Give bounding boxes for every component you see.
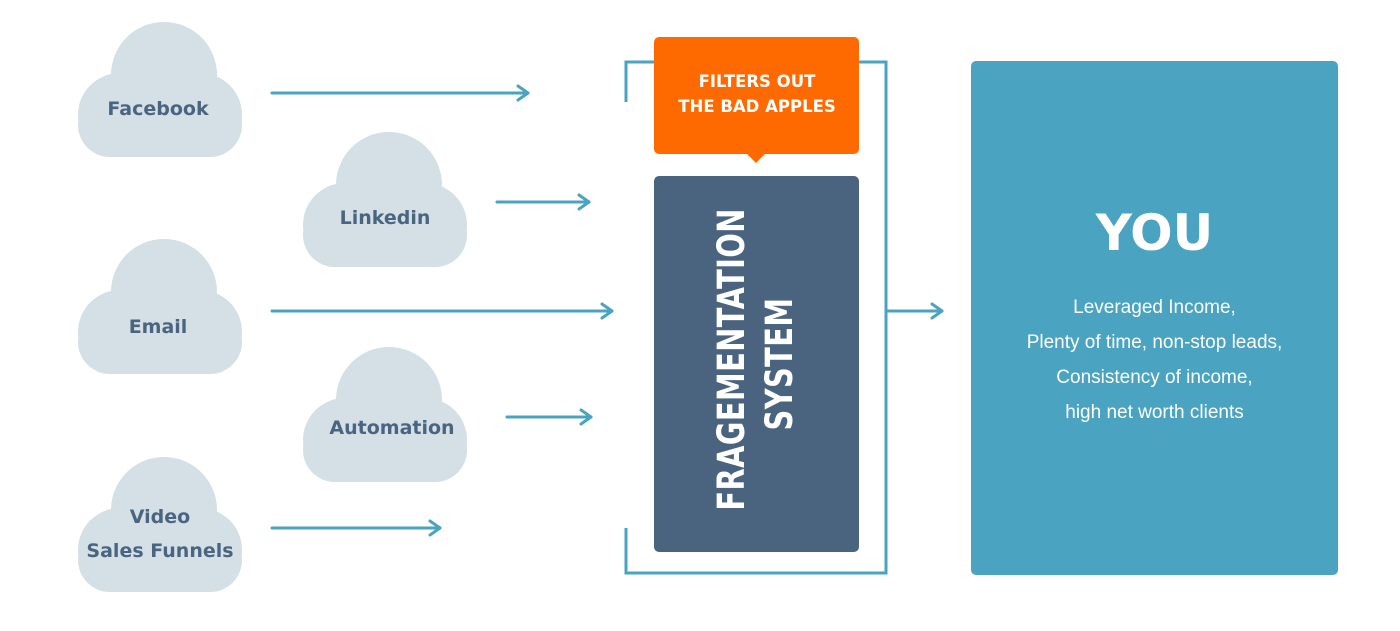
- arrow-to-you: [886, 302, 944, 320]
- source-label-linkedin: Linkedin: [339, 207, 431, 229]
- arrow-linkedin: [495, 193, 591, 211]
- benefit-line: Consistency of income,: [1056, 367, 1253, 388]
- filter-callout-box: [654, 37, 859, 163]
- you-box: [971, 61, 1338, 575]
- arrow-facebook: [270, 84, 530, 102]
- system-label-wrap: FRAGEMENTATION SYSTEM: [654, 176, 859, 552]
- system-label: FRAGEMENTATION SYSTEM: [708, 176, 804, 552]
- you-title: YOU: [1095, 204, 1214, 262]
- source-label-email: Email: [128, 316, 188, 338]
- source-label-video-sales-funnels: Video Sales Funnels: [86, 506, 234, 562]
- cloud-linkedin: [303, 132, 467, 267]
- cloud-facebook: [78, 22, 242, 157]
- benefit-line: high net worth clients: [1065, 402, 1244, 423]
- you-benefits: Leveraged Income, Plenty of time, non-st…: [971, 290, 1338, 430]
- arrow-automation: [505, 408, 593, 426]
- system-bracket: [624, 60, 888, 575]
- benefit-line: Plenty of time, non-stop leads,: [1026, 332, 1283, 353]
- arrow-email: [270, 302, 614, 320]
- cloud-email: [78, 239, 242, 374]
- system-label-line-2: SYSTEM: [758, 297, 801, 431]
- system-box: [654, 176, 859, 552]
- source-label-facebook: Facebook: [107, 98, 209, 120]
- system-label-line-1: FRAGEMENTATION: [710, 208, 753, 511]
- benefit-line: Leveraged Income,: [1073, 297, 1236, 318]
- arrow-video-sales-funnels: [270, 519, 442, 537]
- source-label-automation: Automation: [329, 417, 455, 439]
- filter-callout-text: FILTERS OUT THE BAD APPLES: [678, 72, 836, 116]
